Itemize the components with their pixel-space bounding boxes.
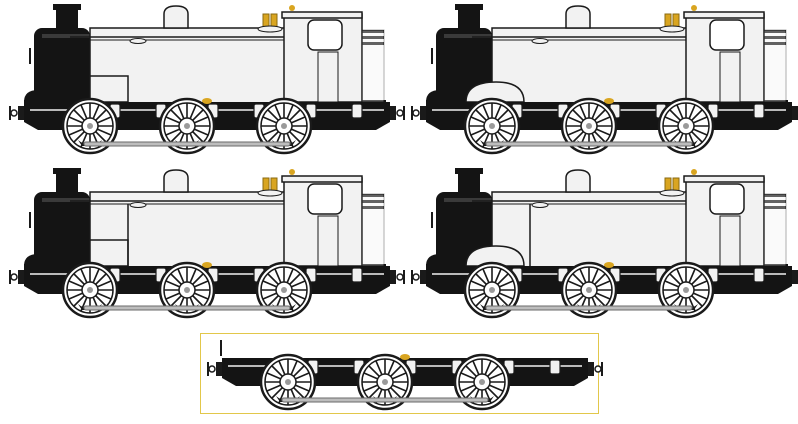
locomotive-sprite-1 xyxy=(10,3,404,153)
chassis-sprite xyxy=(200,333,603,414)
locomotive-sprite-2 xyxy=(412,3,798,153)
locomotive-sprite-4 xyxy=(412,167,798,317)
locomotive-sprite-3 xyxy=(10,167,404,317)
